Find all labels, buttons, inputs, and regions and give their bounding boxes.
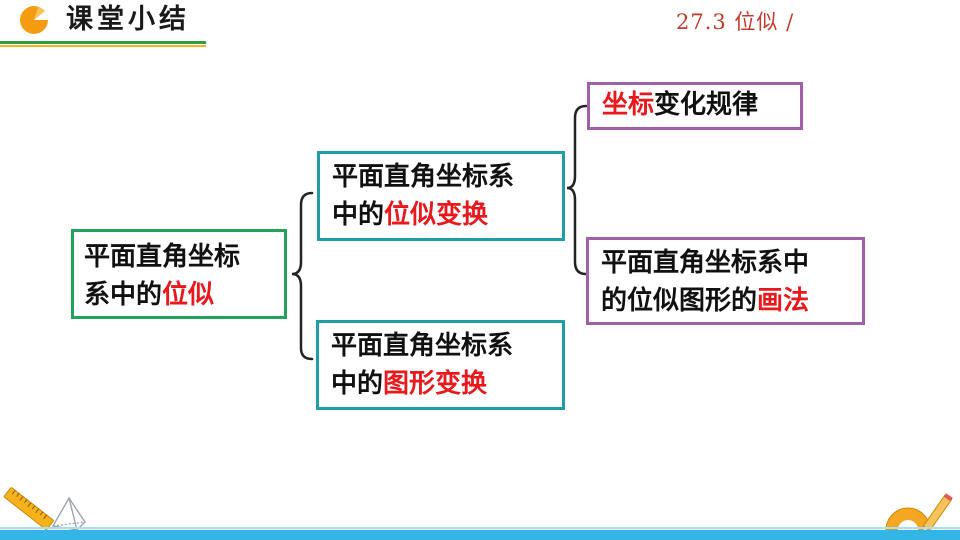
node-line: 坐标变化规律 bbox=[602, 90, 759, 120]
brace-right bbox=[566, 104, 588, 276]
node-line: 中的位似变换 bbox=[332, 200, 489, 230]
highlight-text: 画法 bbox=[757, 286, 810, 316]
header-underline-accent bbox=[0, 45, 206, 47]
pie-chart-icon bbox=[20, 6, 49, 34]
node-line: 平面直角坐标系 bbox=[332, 162, 515, 192]
node-drawing-method: 平面直角坐标系中 的位似图形的画法 bbox=[586, 237, 865, 325]
node-line: 平面直角坐标 bbox=[84, 242, 241, 272]
footer-bar bbox=[0, 530, 960, 540]
highlight-text: 位似变换 bbox=[384, 200, 489, 230]
highlight-text: 坐标 bbox=[602, 90, 655, 120]
brace-left bbox=[291, 191, 314, 361]
node-figure-transformation: 平面直角坐标系 中的图形变换 bbox=[316, 320, 565, 410]
section-label: 27.3 位似 / bbox=[676, 10, 795, 34]
node-line: 中的图形变换 bbox=[331, 369, 488, 399]
node-line: 平面直角坐标系中 bbox=[601, 248, 810, 278]
node-coordinate-change-rule: 坐标变化规律 bbox=[587, 82, 803, 130]
footer-bar-accent bbox=[0, 527, 960, 529]
protractor-pencil-icon bbox=[885, 493, 953, 532]
node-line: 系中的位似 bbox=[84, 280, 215, 310]
node-coordinate-homothety: 平面直角坐标 系中的位似 bbox=[71, 229, 287, 319]
highlight-text: 位似 bbox=[162, 280, 215, 310]
ruler-icon bbox=[3, 487, 54, 530]
page-title: 课堂小结 bbox=[66, 4, 190, 35]
node-line: 的位似图形的画法 bbox=[601, 286, 810, 316]
highlight-text: 图形变换 bbox=[383, 369, 488, 399]
node-line: 平面直角坐标系 bbox=[331, 331, 514, 361]
node-homothety-transformation: 平面直角坐标系 中的位似变换 bbox=[317, 151, 565, 241]
header-underline bbox=[0, 41, 206, 44]
